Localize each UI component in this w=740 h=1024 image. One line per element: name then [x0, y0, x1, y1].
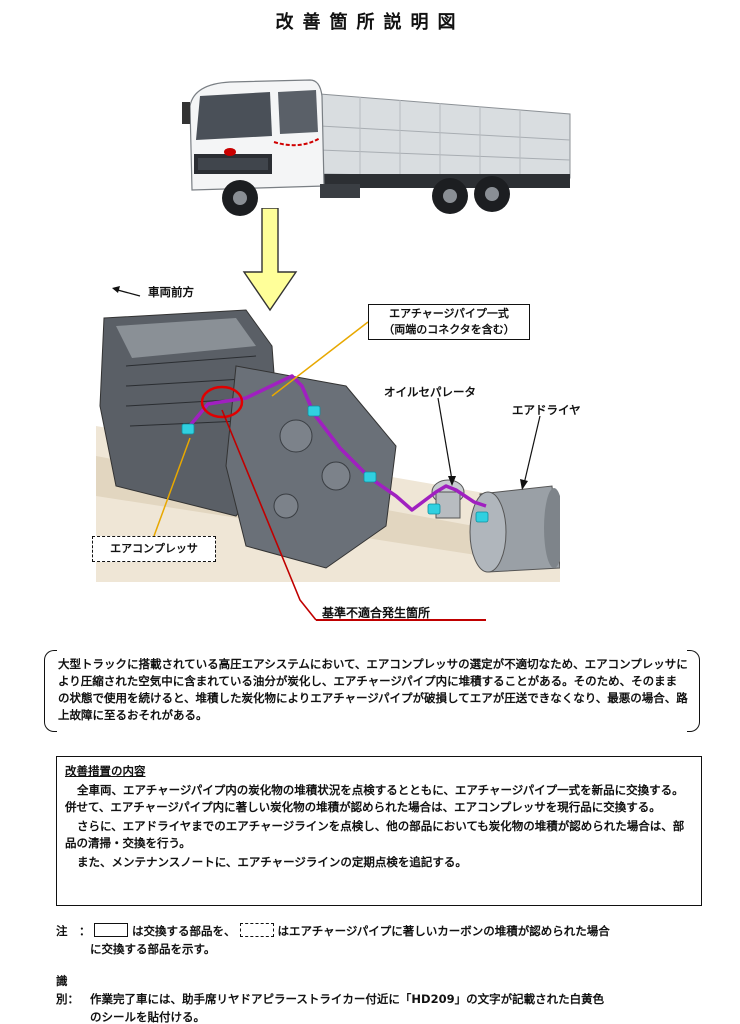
note: 注 ： は交換する部品を、 はエアチャージパイプに著しいカーボンの堆積が認められた場…	[56, 922, 706, 958]
note-continuation: に交換する部品を示す。	[90, 942, 216, 956]
measures-paragraph: 全車両、エアチャージパイプ内の炭化物の堆積状況を点検するとともに、エアチャージパ…	[65, 783, 684, 814]
air-compressor-label: エアコンプレッサ	[92, 536, 216, 562]
improvement-measures: 改善措置の内容 全車両、エアチャージパイプ内の炭化物の堆積状況を点検するとともに…	[56, 756, 702, 906]
note-part1: は交換する部品を、	[132, 924, 236, 938]
problem-description-text: 大型トラックに搭載されている高圧エアシステムにおいて、エアコンプレッサの選定が不…	[58, 657, 688, 722]
vehicle-front-label: 車両前方	[148, 285, 194, 299]
oil-separator-label: オイルセパレータ	[384, 385, 476, 399]
air-charge-pipe-label: エアチャージパイプ一式 （両端のコネクタを含む）	[368, 304, 530, 340]
note-part2: はエアチャージパイプに著しいカーボンの堆積が認められた場合	[277, 924, 610, 938]
solid-box-legend	[94, 923, 128, 937]
measures-heading: 改善措置の内容	[65, 764, 146, 778]
nonconformity-label: 基準不適合発生箇所	[322, 606, 431, 620]
page-title: 改善箇所説明図	[275, 12, 465, 33]
measures-paragraph: また、メンテナンスノートに、エアチャージラインの定期点検を追記する。	[77, 855, 467, 869]
air-charge-pipe-label-line2: （両端のコネクタを含む）	[383, 323, 515, 336]
problem-description: 大型トラックに搭載されている高圧エアシステムにおいて、エアコンプレッサの選定が不…	[44, 650, 700, 732]
identification-line1: 作業完了車には、助手席リヤドアピラーストライカー付近に「HD209」の文字が記載…	[90, 992, 605, 1006]
air-charge-pipe-label-line1: エアチャージパイプ一式	[389, 307, 509, 320]
dashed-box-legend	[239, 923, 274, 937]
identification-head: 識別：	[56, 974, 79, 1006]
truck-illustration	[182, 79, 571, 216]
note-head: 注 ：	[56, 924, 91, 938]
pointer-arrow	[242, 208, 298, 312]
measures-paragraph: さらに、エアドライヤまでのエアチャージラインを点検し、他の部品においても炭化物の…	[65, 819, 685, 850]
identification: 識別： 作業完了車には、助手席リヤドアピラーストライカー付近に「HD209」の文字…	[56, 972, 706, 1024]
nonconformity-underline	[316, 619, 486, 621]
identification-line2: のシールを貼付ける。	[90, 1010, 205, 1024]
air-dryer-label: エアドライヤ	[512, 403, 581, 417]
